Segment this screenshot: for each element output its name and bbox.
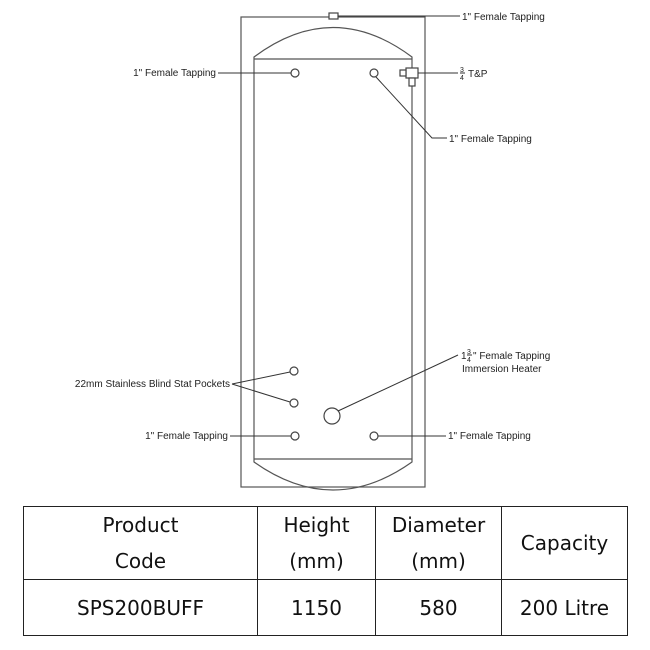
stat-pocket-lower	[289, 398, 299, 408]
immersion-heater-label: Immersion Heater	[462, 364, 542, 375]
product-spec-table: Product Code Height (mm) Diameter (mm) C…	[23, 506, 628, 636]
cell-capacity: 200 Litre	[501, 579, 628, 636]
cell-height: 1150	[257, 579, 376, 636]
header-height-line1: Height	[283, 513, 350, 537]
lower-right-tapping-port	[369, 431, 379, 441]
immersion-heater-leader	[337, 354, 459, 412]
lower-left-tapping-label: 1" Female Tapping	[145, 431, 228, 442]
tp-valve-label: T&P	[468, 69, 488, 80]
upper-right-tapping-leader	[375, 76, 447, 139]
header-height-line2: (mm)	[289, 549, 344, 573]
tp-frac-numerator: 3	[460, 67, 464, 74]
lower-left-tapping-port	[290, 431, 300, 441]
table-row: SPS200BUFF 1150 580 200 Litre	[23, 579, 628, 636]
immersion-frac-denominator: 4	[467, 357, 471, 364]
header-diameter-line1: Diameter	[391, 513, 486, 537]
tp-frac-denominator: 4	[460, 75, 464, 82]
top-tapping-port	[328, 12, 339, 20]
header-diameter: Diameter (mm)	[375, 506, 502, 580]
tank-body	[253, 26, 413, 491]
table-header-row: Product Code Height (mm) Diameter (mm) C…	[23, 506, 628, 580]
lower-right-tapping-label: 1" Female Tapping	[448, 431, 531, 442]
header-diameter-line2: (mm)	[411, 549, 466, 573]
top-tapping-label: 1" Female Tapping	[462, 12, 545, 23]
cell-diameter: 580	[375, 579, 502, 636]
immersion-tapping-whole: 1	[461, 351, 467, 362]
stat-pocket-upper	[289, 366, 299, 376]
tp-valve-icon	[399, 67, 428, 87]
header-capacity: Capacity	[501, 506, 628, 580]
upper-left-tapping-label: 1" Female Tapping	[133, 68, 216, 79]
stat-pocket-leader-lower	[231, 383, 291, 403]
header-height: Height (mm)	[257, 506, 376, 580]
upper-right-tapping-label: 1" Female Tapping	[449, 134, 532, 145]
header-product-code: Product Code	[23, 506, 258, 580]
header-product-code-line2: Code	[114, 549, 167, 573]
upper-right-tapping-port	[369, 68, 379, 78]
stat-pockets-label: 22mm Stainless Blind Stat Pockets	[75, 379, 230, 390]
cylinder-diagram: 1" Female Tapping 1" Female Tapping 1" F…	[75, 12, 550, 491]
immersion-heater-port	[323, 407, 341, 425]
cell-product-code: SPS200BUFF	[23, 579, 258, 636]
immersion-tapping-label: " Female Tapping	[473, 351, 550, 362]
upper-left-tapping-port	[290, 68, 300, 78]
header-product-code-line1: Product	[102, 513, 179, 537]
immersion-frac-numerator: 3	[467, 349, 471, 356]
stat-pocket-leader-upper	[231, 371, 291, 385]
